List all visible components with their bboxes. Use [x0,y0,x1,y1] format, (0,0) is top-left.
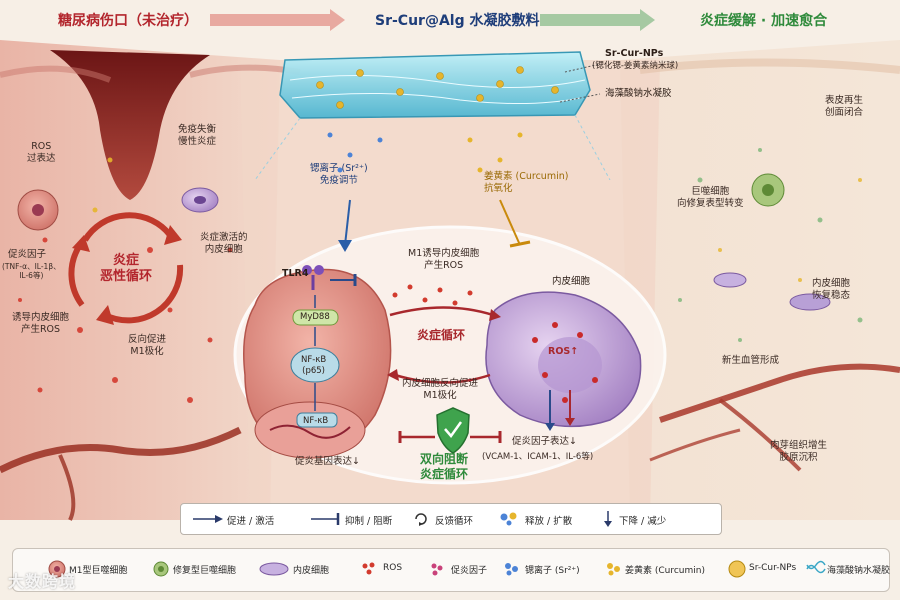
np-icon [728,560,746,578]
center-title: Sr-Cur@Alg 水凝胶敷料 [375,13,540,29]
vicious-cycle-label: 炎症 恶性循环 [100,253,153,285]
immune-imbalance-label: 免疫失衡 慢性炎症 [178,124,217,147]
key-feedback: 反馈循环 [435,516,474,527]
sr-icon [505,563,518,576]
m2-macrophage-cell [751,173,785,207]
release-dots-icon [500,512,517,526]
alginate-label: 海藻酸钠水凝胶 [605,88,672,99]
feedback-loop-icon [415,513,427,526]
hydrogel-icon [806,560,826,574]
reverse-m1-label: 反向促进 M1极化 [128,334,167,357]
endothelial-label: 内皮细胞 [552,276,591,287]
ec-reverse-label: 内皮细胞反向促进 M1极化 [402,378,479,401]
key-promote: 促进 / 激活 [227,516,275,527]
cytokines-sublabel: (TNF-α、IL-1β、 IL-6等) [2,262,61,281]
legend-item-sr: 锶离子 (Sr²⁺) [525,566,580,576]
right-title: 炎症缓解 · 加速愈合 [700,13,828,29]
key-inhibit: 抑制 / 阻断 [345,516,393,527]
endothelial-cell [789,293,831,311]
cytokines-label: 促炎因子 [8,249,47,260]
inhibit-bar-icon [311,513,340,525]
curcumin-label: 姜黄素 (Curcumin) 抗氧化 [484,171,569,194]
legend-item-endothelial: 内皮细胞 [293,566,330,576]
m1-ros-label: M1诱导内皮细胞 产生ROS [408,248,480,271]
arrow-key: 促进 / 激活 抑制 / 阻断 反馈循环 释放 / 扩散 下降 / 减少 [180,503,722,535]
center-mechanism [233,225,667,485]
m1-macrophage-cell [17,189,59,231]
tlr4-label: TLR4 [282,268,309,279]
myd88-label: MyD88 [300,312,330,322]
endothelial-homeostasis-label: 内皮细胞 恢复稳态 [812,278,851,301]
legend-item-m2: 修复型巨噬细胞 [173,566,237,576]
key-release: 释放 / 扩散 [525,516,573,527]
legend-item-ros: ROS [383,563,403,573]
ros-overexpression-label: ROS 过表达 [27,141,56,164]
decrease-arrow-icon [604,511,612,527]
dual-block-label: 双向阻断 炎症循环 [420,452,469,481]
m2-macrophage-icon [153,561,169,577]
legend-item-curcumin: 姜黄素 (Curcumin) [625,566,705,576]
gene-expression-label: 促炎基因表达↓ [295,456,360,467]
watermark-logo: 大数跨境 [8,568,76,592]
ros-up-label: ROS↑ [548,346,579,357]
legend-item-m1: M1型巨噬细胞 [69,566,128,576]
key-decrease: 下降 / 减少 [619,516,667,527]
epidermis-label: 表皮再生 创面闭合 [825,95,864,118]
right-panel-graphics [713,173,831,311]
legend-item-hydrogel: 海藻酸钠水凝胶 [827,566,891,576]
factor-expression-label: 促炎因子表达↓ [512,436,577,447]
m1-macrophage-icon [48,560,66,578]
left-panel-graphics [17,187,219,325]
cytokine-icon [431,563,443,576]
watermark-text: 大数跨境 [8,572,77,591]
induce-ros-label: 诱导内皮细胞 产生ROS [12,312,70,335]
legend: M1型巨噬细胞 修复型巨噬细胞 内皮细胞 ROS 促炎因子 锶离子 (Sr²⁺)… [12,548,890,592]
ion-release-arrows [330,199,531,286]
np-sublabel: (锶化锶-姜黄素纳米球) [592,61,679,71]
legend-item-cytokine: 促炎因子 [451,566,488,576]
factor-expression-sublabel: (VCAM-1、ICAM-1、IL-6等) [482,452,594,462]
left-title: 糖尿病伤口（未治疗） [58,13,198,29]
angiogenesis-label: 新生血管形成 [722,355,780,366]
nfkb-nucleus-label: NF-κB [303,416,329,426]
curcumin-icon [607,563,620,576]
nfkb-p65-label: NF-κB (p65) [301,355,327,376]
ros-icon [362,562,375,575]
activated-endothelial-label: 炎症激活的 内皮细胞 [200,232,248,255]
inflammation-cycle-label: 炎症循环 [417,328,466,342]
granulation-label: 肉芽组织增生 胶原沉积 [770,440,828,463]
header-arrow [210,9,655,31]
macrophage-repair-label: 巨噬细胞 向修复表型转变 [677,186,744,209]
np-label: Sr-Cur-NPs [605,48,664,59]
hydrogel-dressing [254,51,611,180]
promote-arrow-icon [193,515,223,523]
legend-item-np: Sr-Cur-NPs [749,563,797,573]
endothelial-icon [259,562,289,576]
sr-ion-label: 锶离子 (Sr²⁺) 免疫调节 [310,163,368,186]
